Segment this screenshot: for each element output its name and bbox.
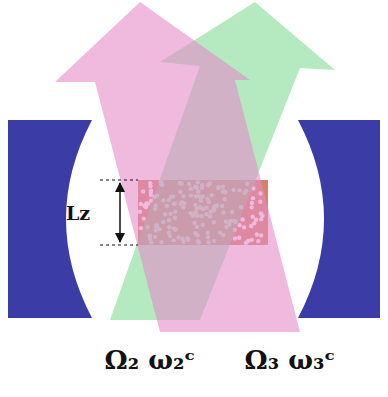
right-mirror	[298, 120, 380, 318]
dimension-arrow	[119, 183, 121, 242]
mode-label: Ω₂ ω₂ᶜ	[105, 345, 196, 375]
dimension-line	[100, 180, 138, 181]
dimension-line	[100, 245, 138, 246]
left-mirror	[8, 120, 92, 318]
pink-arrow	[55, 2, 300, 332]
dimension-label: Lz	[66, 202, 90, 224]
mode-label: Ω₃ ω₃ᶜ	[245, 345, 336, 375]
